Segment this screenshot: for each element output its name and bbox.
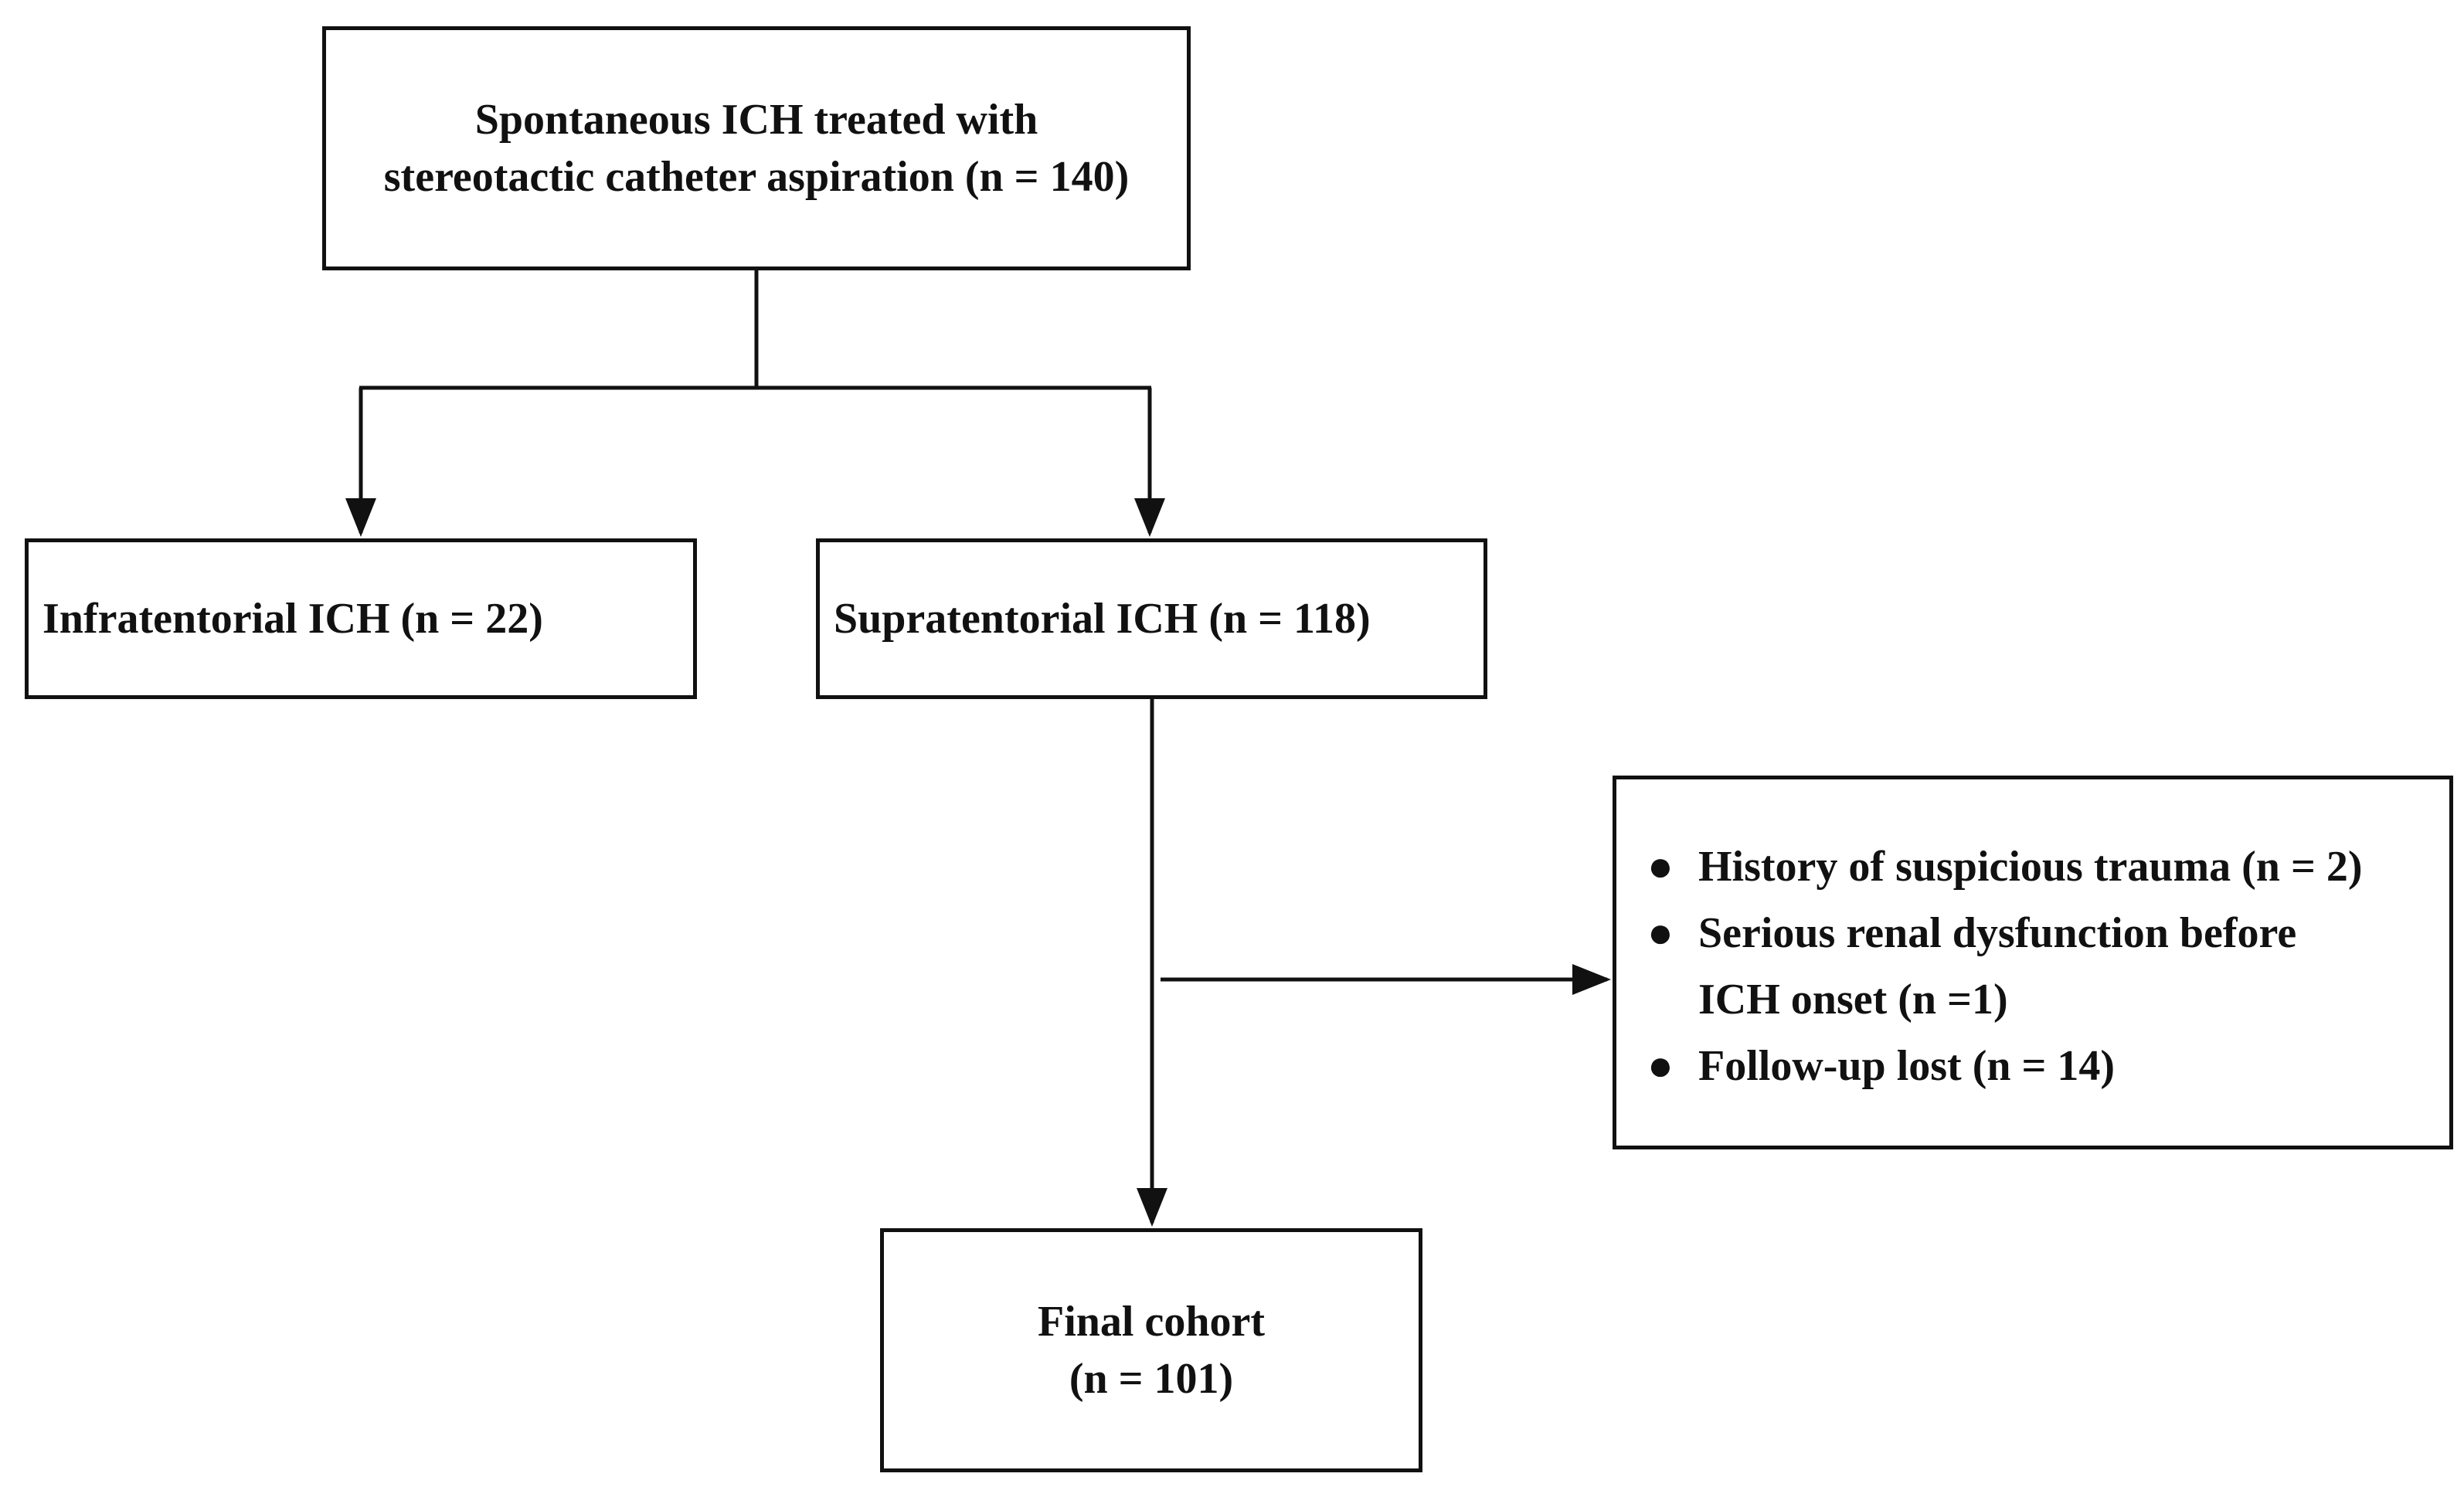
- box-infratentorial-ich: Infratentorial ICH (n = 22): [25, 538, 697, 699]
- bullet-icon: ●: [1647, 843, 1674, 891]
- box-final-cohort-line1: Final cohort: [1038, 1298, 1265, 1346]
- exclusion-item-text: Follow-up lost (n = 14): [1698, 1042, 2116, 1090]
- box-exclusions: ● History of suspicious trauma (n = 2) ●…: [1613, 776, 2453, 1149]
- exclusion-list: ● History of suspicious trauma (n = 2) ●…: [1633, 833, 2363, 1099]
- box-supratentorial-ich: Supratentorial ICH (n = 118): [816, 538, 1487, 699]
- box-spontaneous-ich-line1: Spontaneous ICH treated with: [474, 96, 1038, 144]
- box-infratentorial-ich-label: Infratentorial ICH (n = 22): [42, 595, 543, 643]
- box-final-cohort: Final cohort (n = 101): [880, 1228, 1422, 1472]
- exclusion-item: ● History of suspicious trauma (n = 2): [1633, 833, 2363, 900]
- exclusion-item: ● Follow-up lost (n = 14): [1633, 1033, 2363, 1099]
- box-supratentorial-ich-label: Supratentorial ICH (n = 118): [834, 595, 1371, 643]
- bullet-icon: ●: [1647, 909, 1674, 957]
- exclusion-item-text: Serious renal dysfunction before: [1698, 909, 2297, 957]
- exclusion-item-text-continued: ICH onset (n =1): [1698, 976, 2008, 1024]
- box-final-cohort-line2: (n = 101): [1069, 1355, 1234, 1403]
- box-spontaneous-ich: Spontaneous ICH treated with stereotacti…: [322, 26, 1191, 270]
- exclusion-item: ● Serious renal dysfunction before ICH o…: [1633, 900, 2363, 1033]
- box-spontaneous-ich-line2: stereotactic catheter aspiration (n = 14…: [383, 153, 1130, 201]
- exclusion-item-text: History of suspicious trauma (n = 2): [1698, 843, 2363, 891]
- bullet-icon: ●: [1647, 1042, 1674, 1090]
